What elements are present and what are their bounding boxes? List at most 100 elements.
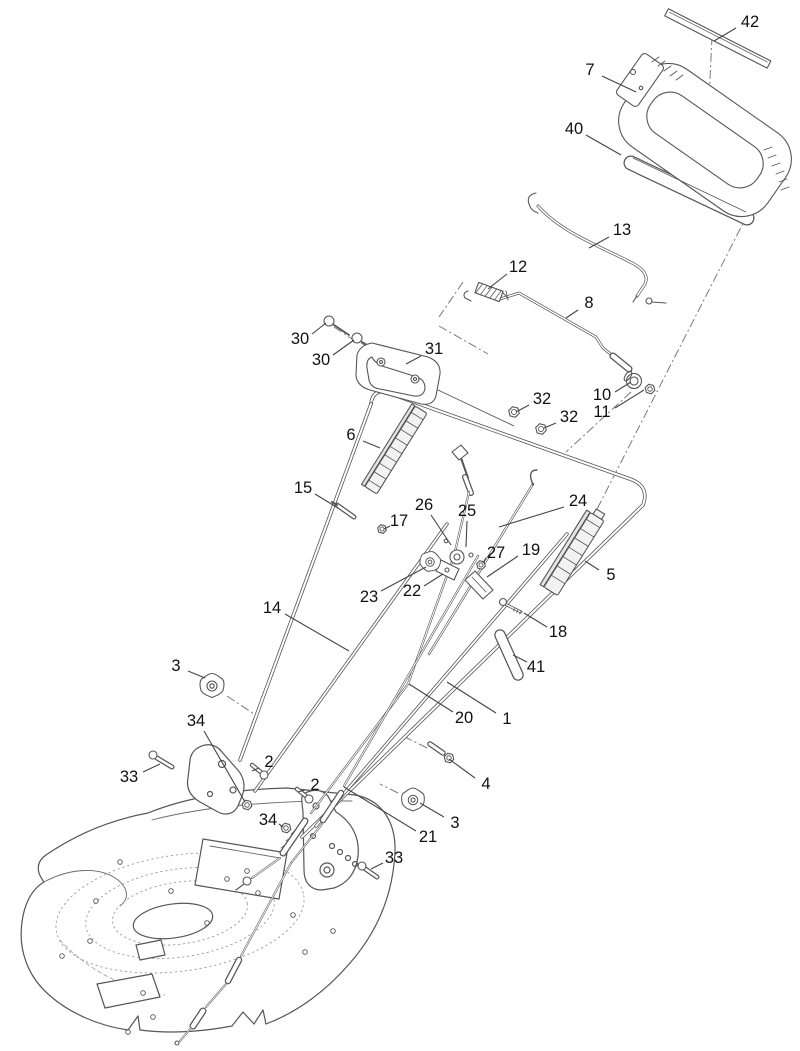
callout-leader-30: [311, 322, 327, 335]
callout-12-4: 12: [509, 258, 527, 276]
callout-leader-12: [487, 273, 508, 290]
part-25-fitting: [468, 552, 474, 558]
callout-1-33: 1: [502, 710, 511, 728]
part-15-pin: [331, 501, 338, 506]
callout-leader-41: [512, 654, 528, 663]
callout-leader-32: [543, 422, 557, 429]
clamp-assembly: [435, 538, 494, 600]
callout-leader-34: [203, 730, 246, 803]
callout-leader-40: [585, 134, 622, 156]
callout-34-28: 34: [187, 712, 205, 730]
callout-leader-32: [515, 404, 530, 413]
callout-25-17: 25: [458, 502, 476, 520]
callout-leader-33: [370, 862, 384, 870]
callout-leader-27: [482, 557, 487, 564]
callout-4-34: 4: [481, 775, 490, 793]
callout-6-13: 6: [346, 426, 355, 444]
callout-19-20: 19: [522, 541, 540, 559]
callout-11-12: 11: [593, 403, 610, 421]
callout-2-29: 2: [264, 753, 273, 771]
callout-leader-21: [343, 786, 417, 832]
callout-leader-33: [142, 763, 161, 773]
callout-leader-3: [419, 802, 445, 818]
part-40-seam: [632, 157, 747, 213]
cable-tip: [174, 1040, 180, 1046]
callout-leader-20: [408, 683, 454, 713]
callout-5-23: 5: [606, 566, 615, 584]
callout-leader-23: [380, 566, 427, 592]
part-33-bolt-head: [148, 750, 158, 760]
callout-3-27: 3: [171, 657, 180, 675]
callout-leader-2: [251, 767, 260, 772]
callout-7-1: 7: [585, 61, 594, 79]
callout-18-24: 18: [549, 623, 567, 641]
callout-leader-42: [713, 27, 737, 42]
callout-leader-11: [614, 389, 645, 409]
callout-34-37: 34: [259, 811, 277, 829]
callout-leader-10: [614, 381, 632, 393]
callout-42-0: 42: [741, 13, 759, 31]
deck-center-hole: [132, 902, 214, 940]
cable-z-fitting-top: [451, 444, 469, 461]
callout-21-36: 21: [419, 828, 437, 846]
part-5-strip: [539, 508, 606, 596]
part-30-screws: [323, 315, 363, 344]
callout-leader-17: [383, 525, 391, 530]
callout-33-31: 33: [120, 768, 138, 786]
callout-22-22: 22: [403, 582, 421, 600]
callout-3-35: 3: [450, 814, 459, 832]
callout-13-3: 13: [613, 221, 631, 239]
callout-leader-7: [601, 75, 637, 93]
part-3-knob: [401, 787, 425, 812]
hex-nut: [241, 799, 253, 811]
callout-20-32: 20: [455, 709, 473, 727]
part-33-bolt-head: [357, 861, 367, 871]
clamp-body: [449, 549, 465, 565]
callout-leader-6: [362, 440, 381, 449]
callout-leader-18: [523, 612, 548, 628]
callout-leader-19: [486, 555, 519, 578]
discharge-opening: [194, 838, 288, 900]
callout-24-18: 24: [569, 492, 587, 510]
hex-nut: [377, 524, 387, 534]
callout-leader-31: [405, 355, 422, 365]
callout-10-11: 10: [593, 386, 611, 404]
callout-leader-8: [565, 309, 579, 319]
deck-bolt-holes: [59, 859, 336, 1035]
callout-27-19: 27: [487, 544, 505, 562]
callout-40-2: 40: [565, 120, 583, 138]
callout-32-10: 32: [560, 408, 578, 426]
callout-leader-34: [278, 823, 284, 828]
callout-23-21: 23: [360, 588, 378, 606]
callout-leader-26: [430, 514, 452, 546]
callout-30-6: 30: [291, 330, 309, 348]
callout-leader-3: [187, 670, 206, 679]
cable-spring-hook-end: [235, 829, 297, 891]
callout-30-7: 30: [312, 351, 330, 369]
callout-leader-4: [448, 758, 476, 779]
hex-nut: [644, 383, 656, 395]
right-handle-bracket: [301, 789, 359, 891]
callout-leader-30: [332, 339, 355, 356]
callout-17-15: 17: [390, 512, 408, 530]
part-2-bolt-head: [259, 770, 269, 780]
grip-ribs: [651, 56, 790, 191]
callout-leader-22: [423, 573, 444, 587]
callout-leader-2: [297, 789, 306, 793]
part-6-strip: [360, 403, 427, 494]
hex-nut: [535, 423, 547, 435]
part-13-ends: [527, 192, 667, 305]
part-7-upper-grip: [616, 53, 792, 218]
callout-leader-24: [498, 506, 565, 528]
callout-8-5: 8: [584, 294, 593, 312]
part-2-bolt-head: [304, 794, 314, 804]
callout-leader-1: [446, 681, 497, 714]
hex-nut: [280, 822, 292, 834]
callout-leader-5: [584, 560, 600, 571]
left-handle-bracket: [186, 744, 245, 815]
callout-leader-14: [284, 613, 350, 652]
callout-33-38: 33: [385, 849, 403, 867]
